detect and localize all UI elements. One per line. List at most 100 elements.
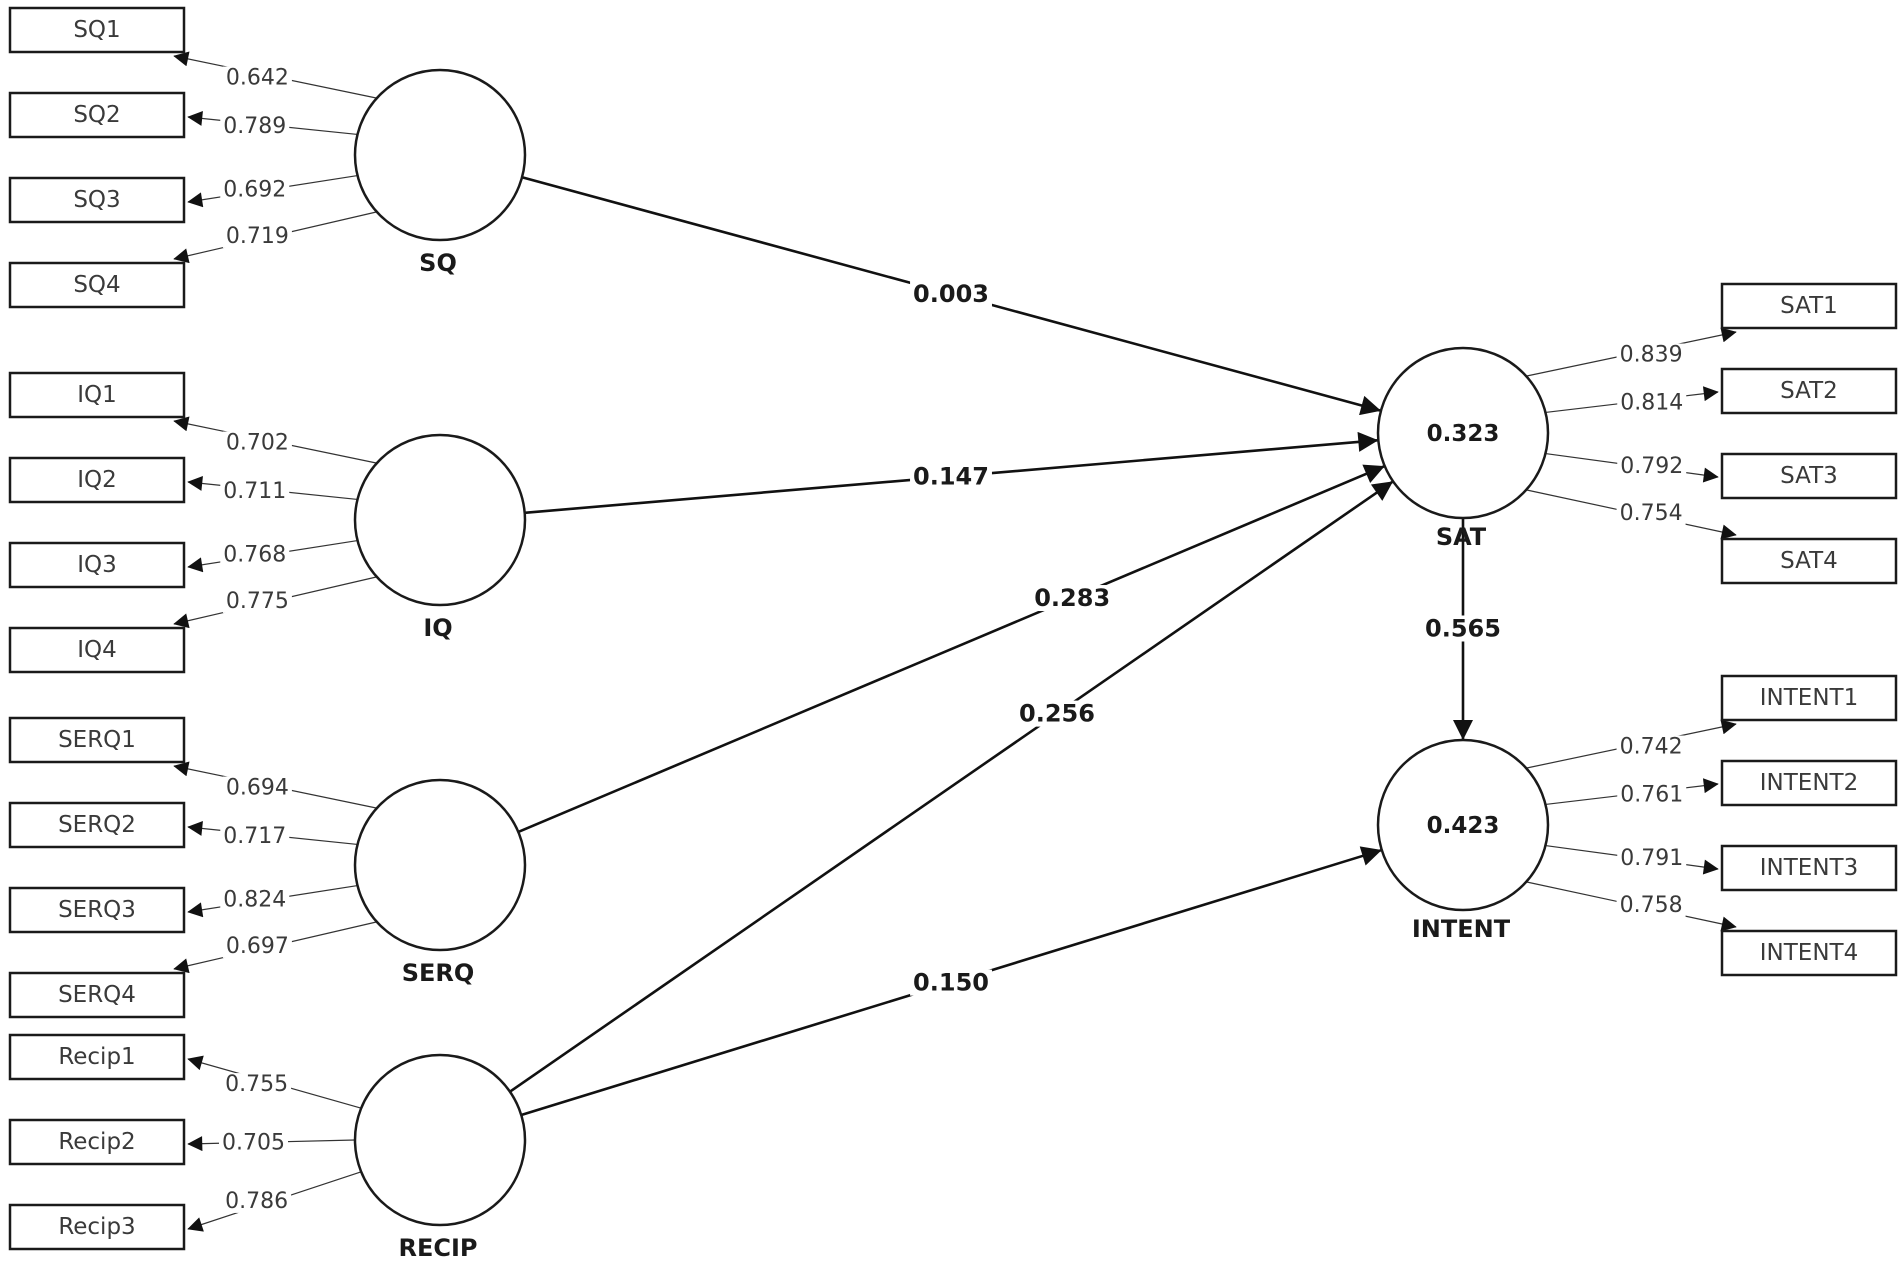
- loading-recip3-value: 0.786: [225, 1189, 288, 1214]
- indicator-sat1[interactable]: SAT1: [1720, 282, 1898, 330]
- indicator-intent4-box[interactable]: [1720, 929, 1898, 977]
- indicator-iq4-box[interactable]: [8, 626, 186, 674]
- loading-intent3-value-group: 0.791: [1617, 846, 1687, 871]
- path-recip-to-intent-coefficient-bg: [910, 969, 992, 996]
- indicator-intent2-label: INTENT2: [1760, 770, 1858, 796]
- construct-serq-name: SERQ: [402, 959, 475, 987]
- indicator-sq3-label: SQ3: [73, 187, 120, 213]
- loading-serq4-value: 0.697: [226, 934, 289, 959]
- path-sq-to-sat-coefficient-group: 0.003: [910, 280, 992, 308]
- loading-sat2-value-group: 0.814: [1617, 391, 1687, 416]
- indicator-intent2[interactable]: INTENT2: [1720, 759, 1898, 807]
- indicator-iq2-box[interactable]: [8, 456, 186, 504]
- loading-serq3-value: 0.824: [223, 887, 286, 912]
- indicator-iq1-label: IQ1: [77, 382, 117, 408]
- indicator-sat2-box[interactable]: [1720, 367, 1898, 415]
- indicator-serq3-box[interactable]: [8, 886, 186, 934]
- indicator-recip3[interactable]: Recip3: [8, 1203, 186, 1251]
- indicator-sq1-label-group: SQ1: [73, 17, 120, 43]
- indicator-sq1[interactable]: SQ1: [8, 6, 186, 54]
- indicator-boxes: SQ1SQ2SQ3SQ4IQ1IQ2IQ3IQ4SERQ1SERQ2SERQ3S…: [8, 6, 1898, 1251]
- loading-sat4-value: 0.754: [1620, 501, 1683, 526]
- construct-sat-name-group: SAT: [1436, 523, 1487, 551]
- indicator-iq1[interactable]: IQ1: [8, 371, 186, 419]
- path-sat-to-intent-coefficient-group: 0.565: [1422, 615, 1504, 643]
- indicator-serq2-box[interactable]: [8, 801, 186, 849]
- indicator-serq1[interactable]: SERQ1: [8, 716, 186, 764]
- indicator-sat2[interactable]: SAT2: [1720, 367, 1898, 415]
- indicator-intent2-label-group: INTENT2: [1760, 770, 1858, 796]
- indicator-iq4[interactable]: IQ4: [8, 626, 186, 674]
- path-sq-to-sat-coefficient-bg: [910, 280, 992, 307]
- indicator-serq1-label: SERQ1: [58, 727, 136, 753]
- indicator-sat4-box[interactable]: [1720, 537, 1898, 585]
- indicator-sq4-box[interactable]: [8, 261, 186, 309]
- indicator-iq3-box[interactable]: [8, 541, 186, 589]
- indicator-sq3[interactable]: SQ3: [8, 176, 186, 224]
- indicator-sat3[interactable]: SAT3: [1720, 452, 1898, 500]
- construct-recip-name-group: RECIP: [398, 1234, 477, 1262]
- indicator-sq1-box[interactable]: [8, 6, 186, 54]
- indicator-sq2-box[interactable]: [8, 91, 186, 139]
- indicator-intent3-label-group: INTENT3: [1760, 855, 1858, 881]
- indicator-intent4-label: INTENT4: [1760, 940, 1858, 966]
- loading-sat2-value-bg: [1617, 391, 1687, 415]
- construct-iq-name-group: IQ: [423, 614, 452, 642]
- indicator-iq1-box[interactable]: [8, 371, 186, 419]
- indicator-serq1-box[interactable]: [8, 716, 186, 764]
- indicator-intent1[interactable]: INTENT1: [1720, 674, 1898, 722]
- indicator-serq4-box[interactable]: [8, 971, 186, 1019]
- indicator-serq3[interactable]: SERQ3: [8, 886, 186, 934]
- construct-intent-r2: 0.423: [1427, 813, 1500, 839]
- indicator-recip1-box[interactable]: [8, 1033, 186, 1081]
- indicator-intent1-label: INTENT1: [1760, 685, 1858, 711]
- indicator-intent4[interactable]: INTENT4: [1720, 929, 1898, 977]
- indicator-serq3-label: SERQ3: [58, 897, 136, 923]
- indicator-serq4-label: SERQ4: [58, 982, 136, 1008]
- indicator-sat3-box[interactable]: [1720, 452, 1898, 500]
- indicator-sq3-box[interactable]: [8, 176, 186, 224]
- indicator-intent3-label: INTENT3: [1760, 855, 1858, 881]
- measurement-loadings: 0.6420.7890.6920.7190.7020.7110.7680.775…: [173, 51, 1737, 1232]
- indicator-intent3[interactable]: INTENT3: [1720, 844, 1898, 892]
- indicator-intent2-box[interactable]: [1720, 759, 1898, 807]
- construct-sq-circle[interactable]: [353, 68, 527, 242]
- loading-sq1-value: 0.642: [226, 66, 289, 91]
- construct-sat-circle[interactable]: [1376, 346, 1550, 520]
- construct-intent-circle[interactable]: [1376, 738, 1550, 912]
- indicator-recip3-label-group: Recip3: [58, 1214, 135, 1240]
- indicator-sq2[interactable]: SQ2: [8, 91, 186, 139]
- loading-iq4-value: 0.775: [226, 589, 289, 614]
- indicator-sat4[interactable]: SAT4: [1720, 537, 1898, 585]
- indicator-recip1[interactable]: Recip1: [8, 1033, 186, 1081]
- loading-iq2-value: 0.711: [223, 479, 286, 504]
- indicator-recip2-label-group: Recip2: [58, 1129, 135, 1155]
- indicator-iq2-label-group: IQ2: [77, 467, 117, 493]
- loading-sq1-value-group: 0.642: [222, 66, 292, 91]
- indicator-iq3[interactable]: IQ3: [8, 541, 186, 589]
- path-recip-to-sat-coefficient: 0.256: [1019, 700, 1095, 728]
- indicator-intent1-box[interactable]: [1720, 674, 1898, 722]
- path-recip-to-intent-coefficient-group: 0.150: [910, 969, 992, 997]
- construct-serq-circle[interactable]: [353, 778, 527, 952]
- construct-iq-circle[interactable]: [353, 433, 527, 607]
- indicator-sat3-label-group: SAT3: [1780, 463, 1838, 489]
- indicator-recip2[interactable]: Recip2: [8, 1118, 186, 1166]
- loading-sq1-value-bg: [222, 66, 292, 90]
- indicator-recip3-box[interactable]: [8, 1203, 186, 1251]
- loading-sat3-value-bg: [1617, 454, 1687, 478]
- indicator-serq2[interactable]: SERQ2: [8, 801, 186, 849]
- loading-sat2-value: 0.814: [1620, 391, 1683, 416]
- indicator-sq4[interactable]: SQ4: [8, 261, 186, 309]
- loading-intent4-value-bg: [1616, 893, 1686, 917]
- construct-recip-circle[interactable]: [353, 1053, 527, 1227]
- indicator-sat1-box[interactable]: [1720, 282, 1898, 330]
- indicator-iq2[interactable]: IQ2: [8, 456, 186, 504]
- indicator-serq2-label: SERQ2: [58, 812, 136, 838]
- path-iq-to-sat-coefficient-group: 0.147: [910, 463, 992, 491]
- indicator-recip2-box[interactable]: [8, 1118, 186, 1166]
- indicator-serq4[interactable]: SERQ4: [8, 971, 186, 1019]
- indicator-intent3-box[interactable]: [1720, 844, 1898, 892]
